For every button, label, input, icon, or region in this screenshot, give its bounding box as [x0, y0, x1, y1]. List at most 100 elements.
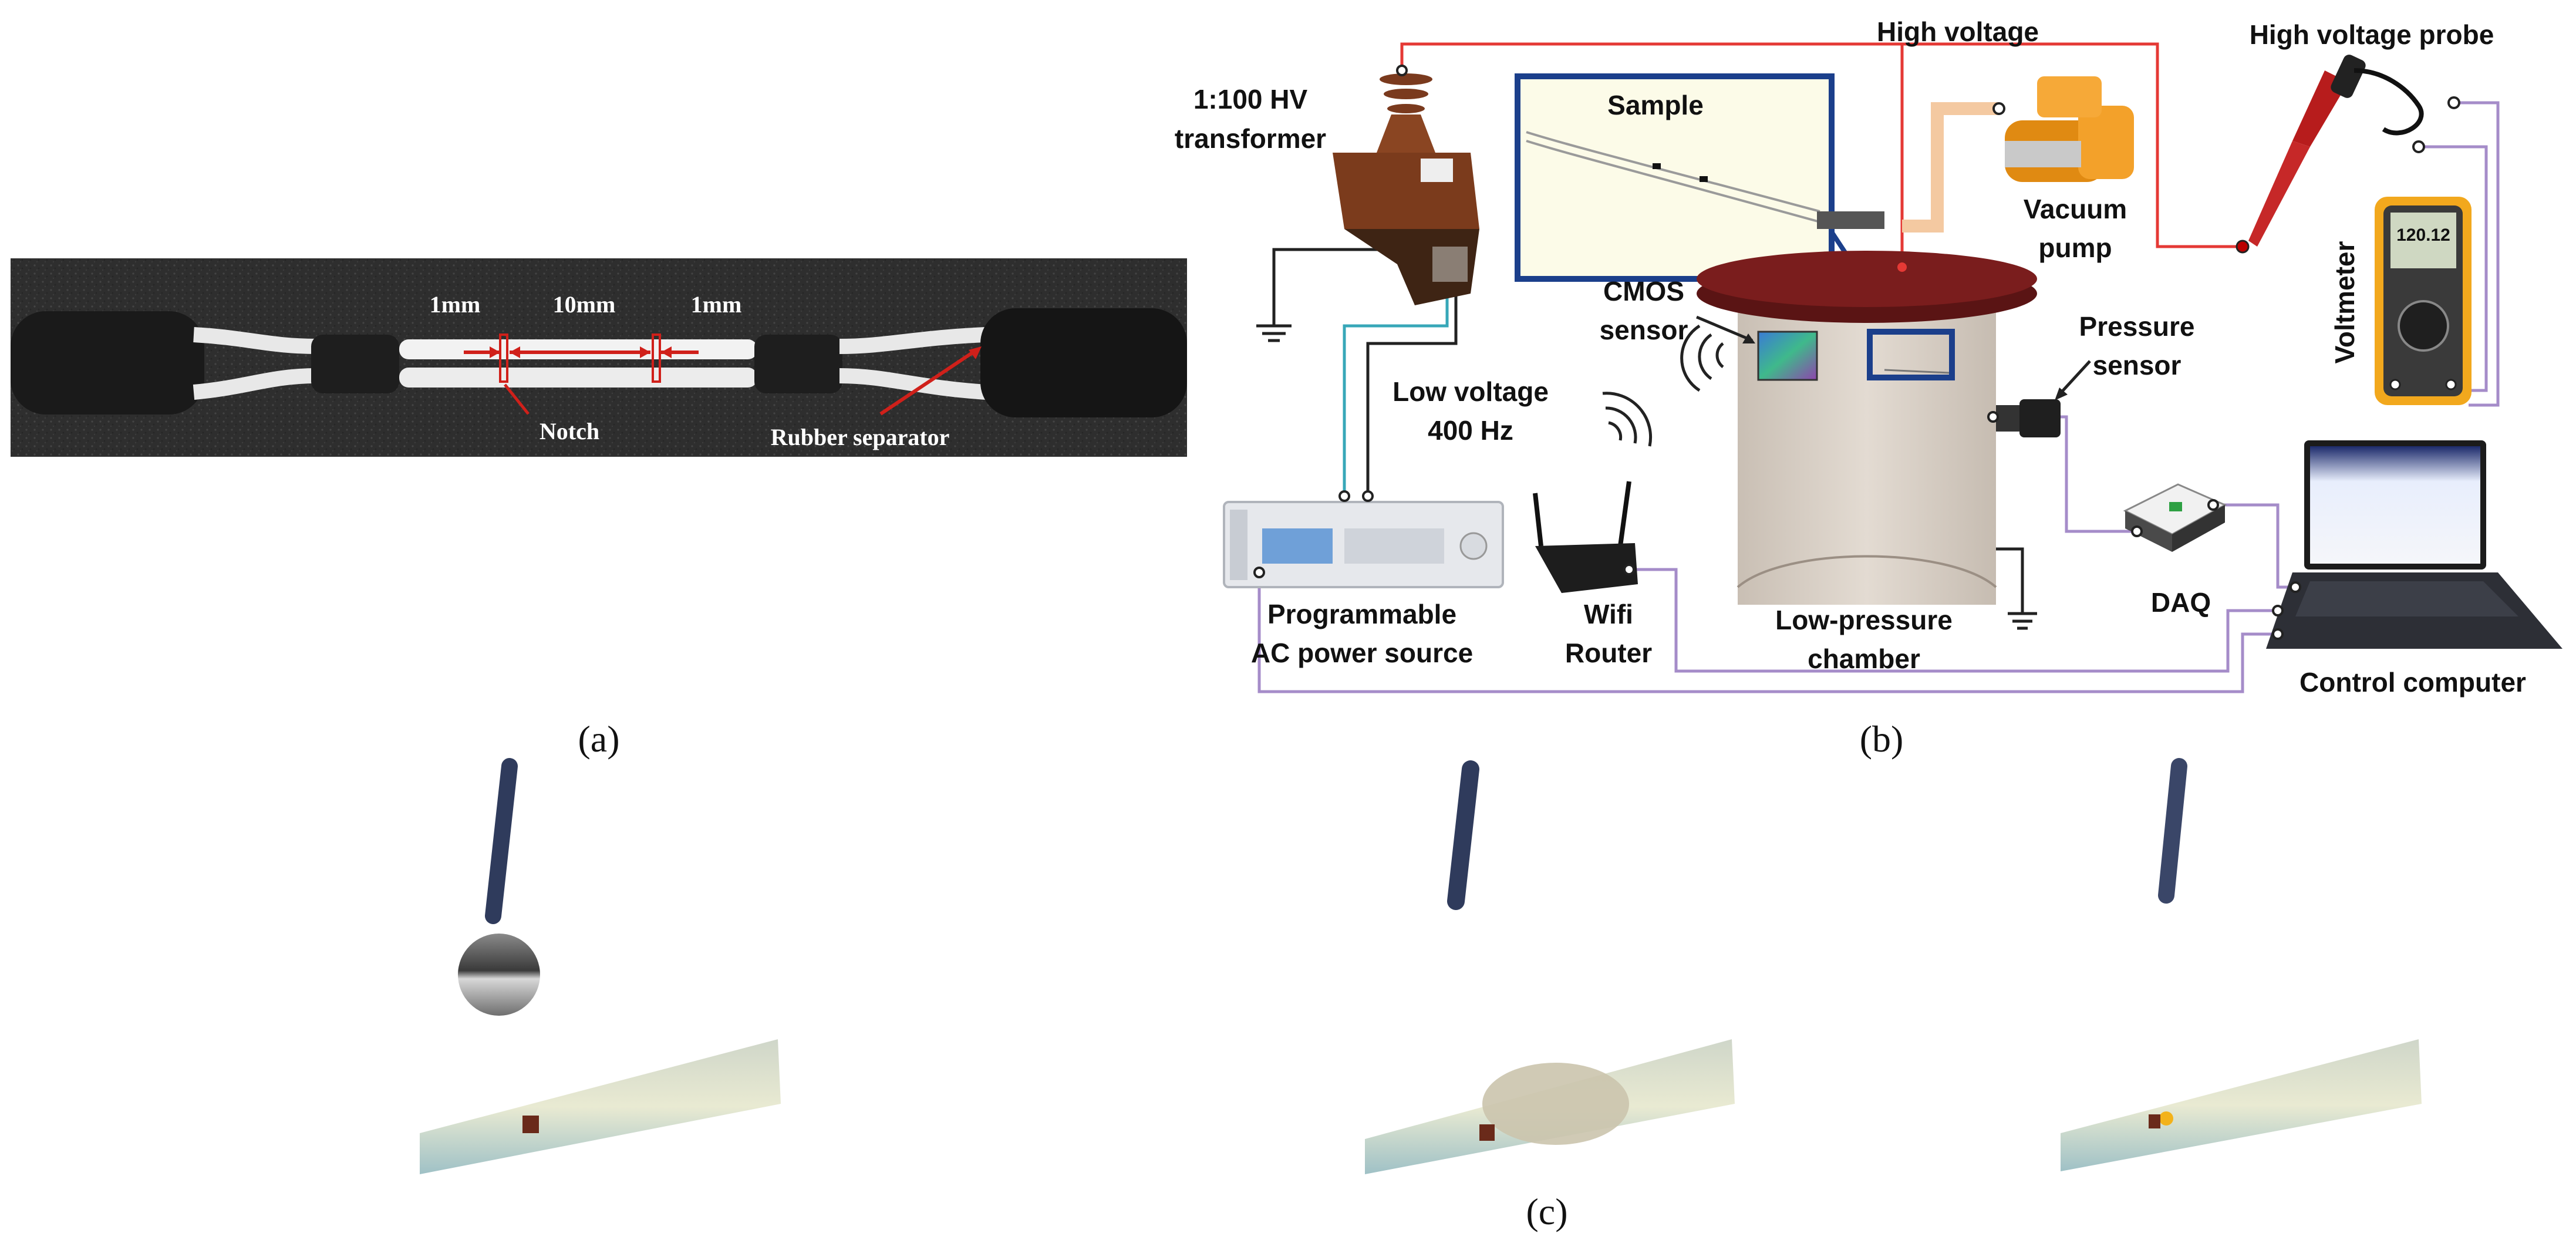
cmos-sensor-icon [1757, 331, 1818, 381]
router-to-computer-wire [1629, 568, 2278, 673]
caption-b: (b) [1860, 718, 1904, 760]
source-terminal [1362, 490, 1374, 502]
meter-jack [2389, 379, 2401, 390]
source-screen [1262, 528, 1333, 564]
sample-wire-line [1526, 140, 1820, 223]
insulator-shed [1387, 104, 1425, 113]
laptop-screen [2310, 446, 2480, 564]
computer-label: Control computer [2299, 667, 2526, 698]
wave-arc [1608, 421, 1623, 441]
cmos-label-line2: sensor [1600, 315, 1688, 345]
wave-arc [1605, 406, 1637, 444]
sample-label: Sample [1607, 90, 1704, 120]
panel-c-frame-2 [1365, 760, 1735, 1174]
hv-probe [2236, 55, 2460, 254]
conductor-bottom [399, 368, 757, 388]
arrowhead [2055, 388, 2068, 400]
probe-cable [2354, 68, 2424, 136]
source-knob [1459, 532, 1488, 560]
voltmeter [2375, 197, 2472, 405]
caption-c: (c) [1526, 1191, 1567, 1232]
sample-notch [1653, 163, 1661, 169]
meter-reading: 120.12 [2396, 225, 2450, 245]
cable-segment [420, 1039, 781, 1174]
pump-port [1992, 102, 2005, 115]
transformer-tank [1333, 153, 1479, 229]
caption-a: (a) [578, 718, 619, 760]
arrowhead [1742, 333, 1755, 343]
router-antenna [1533, 493, 1543, 547]
split-wire-top-right [839, 327, 987, 354]
panel-a-cable-photo [11, 258, 1187, 457]
low-voltage-wire-a [1343, 276, 1449, 496]
sample-location-box [1867, 329, 1955, 380]
hv-terminal [1396, 65, 1408, 76]
panel-c-frame-3 [2061, 758, 2422, 1171]
router-wireless-icon [1602, 392, 1653, 447]
arrowhead [490, 346, 500, 358]
wifi-router [1533, 481, 1638, 593]
dim-left-label: 1mm [430, 291, 481, 318]
probe-to-voltmeter-wire [2454, 101, 2500, 407]
electrode-rod [1447, 760, 1479, 910]
arrowhead [640, 346, 650, 358]
probe-grip [2331, 55, 2366, 98]
source-to-computer-wire [1257, 572, 2278, 693]
insulator-cone [1377, 114, 1435, 153]
transformer-label-line2: transformer [1175, 123, 1326, 154]
left-cable-jacket [11, 311, 204, 415]
low-pressure-chamber [1697, 211, 2037, 605]
wave-arc [1698, 333, 1712, 380]
source-keypad [1344, 528, 1444, 564]
sample-wire-line [1526, 131, 1820, 213]
daq-device [2123, 483, 2227, 552]
meter-jack [2445, 379, 2457, 390]
cmos-wireless-icon [1680, 324, 1724, 392]
terminal-box [1432, 247, 1468, 282]
wave-arc [1680, 324, 1701, 392]
daq-terminal [2131, 525, 2143, 537]
low-voltage-label-line1: Low voltage [1392, 376, 1549, 407]
source-terminal [1338, 490, 1350, 502]
arrowhead [510, 346, 520, 358]
cable-notch [1479, 1124, 1495, 1141]
inset-frame [1515, 73, 1835, 282]
source-label-line2: AC power source [1251, 638, 1473, 668]
wave-arc [1715, 342, 1724, 368]
cmos-label-line1: CMOS [1603, 276, 1684, 306]
conductor-top [399, 339, 757, 359]
shrink-tube-right [754, 335, 842, 393]
meter-display [2390, 213, 2456, 268]
daq-terminal [2207, 499, 2219, 511]
wave-arc [1602, 392, 1653, 447]
probe-terminal [2447, 96, 2460, 109]
split-wire-top-left [193, 327, 318, 354]
wiring [1256, 42, 2500, 693]
source-terminal [1253, 567, 1265, 578]
hv-transformer [1333, 65, 1479, 305]
pump-handle [2037, 76, 2102, 117]
daq-label: DAQ [2151, 587, 2211, 618]
sample-notch [1700, 176, 1708, 182]
transformer-label-line1: 1:100 HV [1193, 84, 1308, 114]
electrode-rod [485, 758, 518, 924]
cable-notch [522, 1116, 539, 1133]
wifi-label-line2: Router [1565, 638, 1652, 668]
ac-power-source [1223, 490, 1504, 588]
pressure-sensor [1987, 399, 2061, 437]
split-wire-bottom-right [839, 368, 987, 400]
computer-terminal [2290, 581, 2301, 593]
router-body [1535, 543, 1638, 593]
sample-inset [1515, 73, 1901, 336]
chamber-label-line2: chamber [1808, 643, 1920, 674]
low-voltage-label-line2: 400 Hz [1428, 415, 1513, 446]
pump-cylinder [2005, 141, 2081, 167]
rubber-separator-label: Rubber separator [771, 424, 950, 450]
high-voltage-label: High voltage [1877, 16, 2039, 47]
lid-fitting [1817, 211, 1884, 229]
probe-body [2248, 141, 2310, 247]
probe-terminal [2412, 140, 2425, 153]
electrode-rod [2158, 758, 2187, 904]
notch-left [499, 333, 508, 383]
vacuum-pump [1992, 76, 2134, 182]
